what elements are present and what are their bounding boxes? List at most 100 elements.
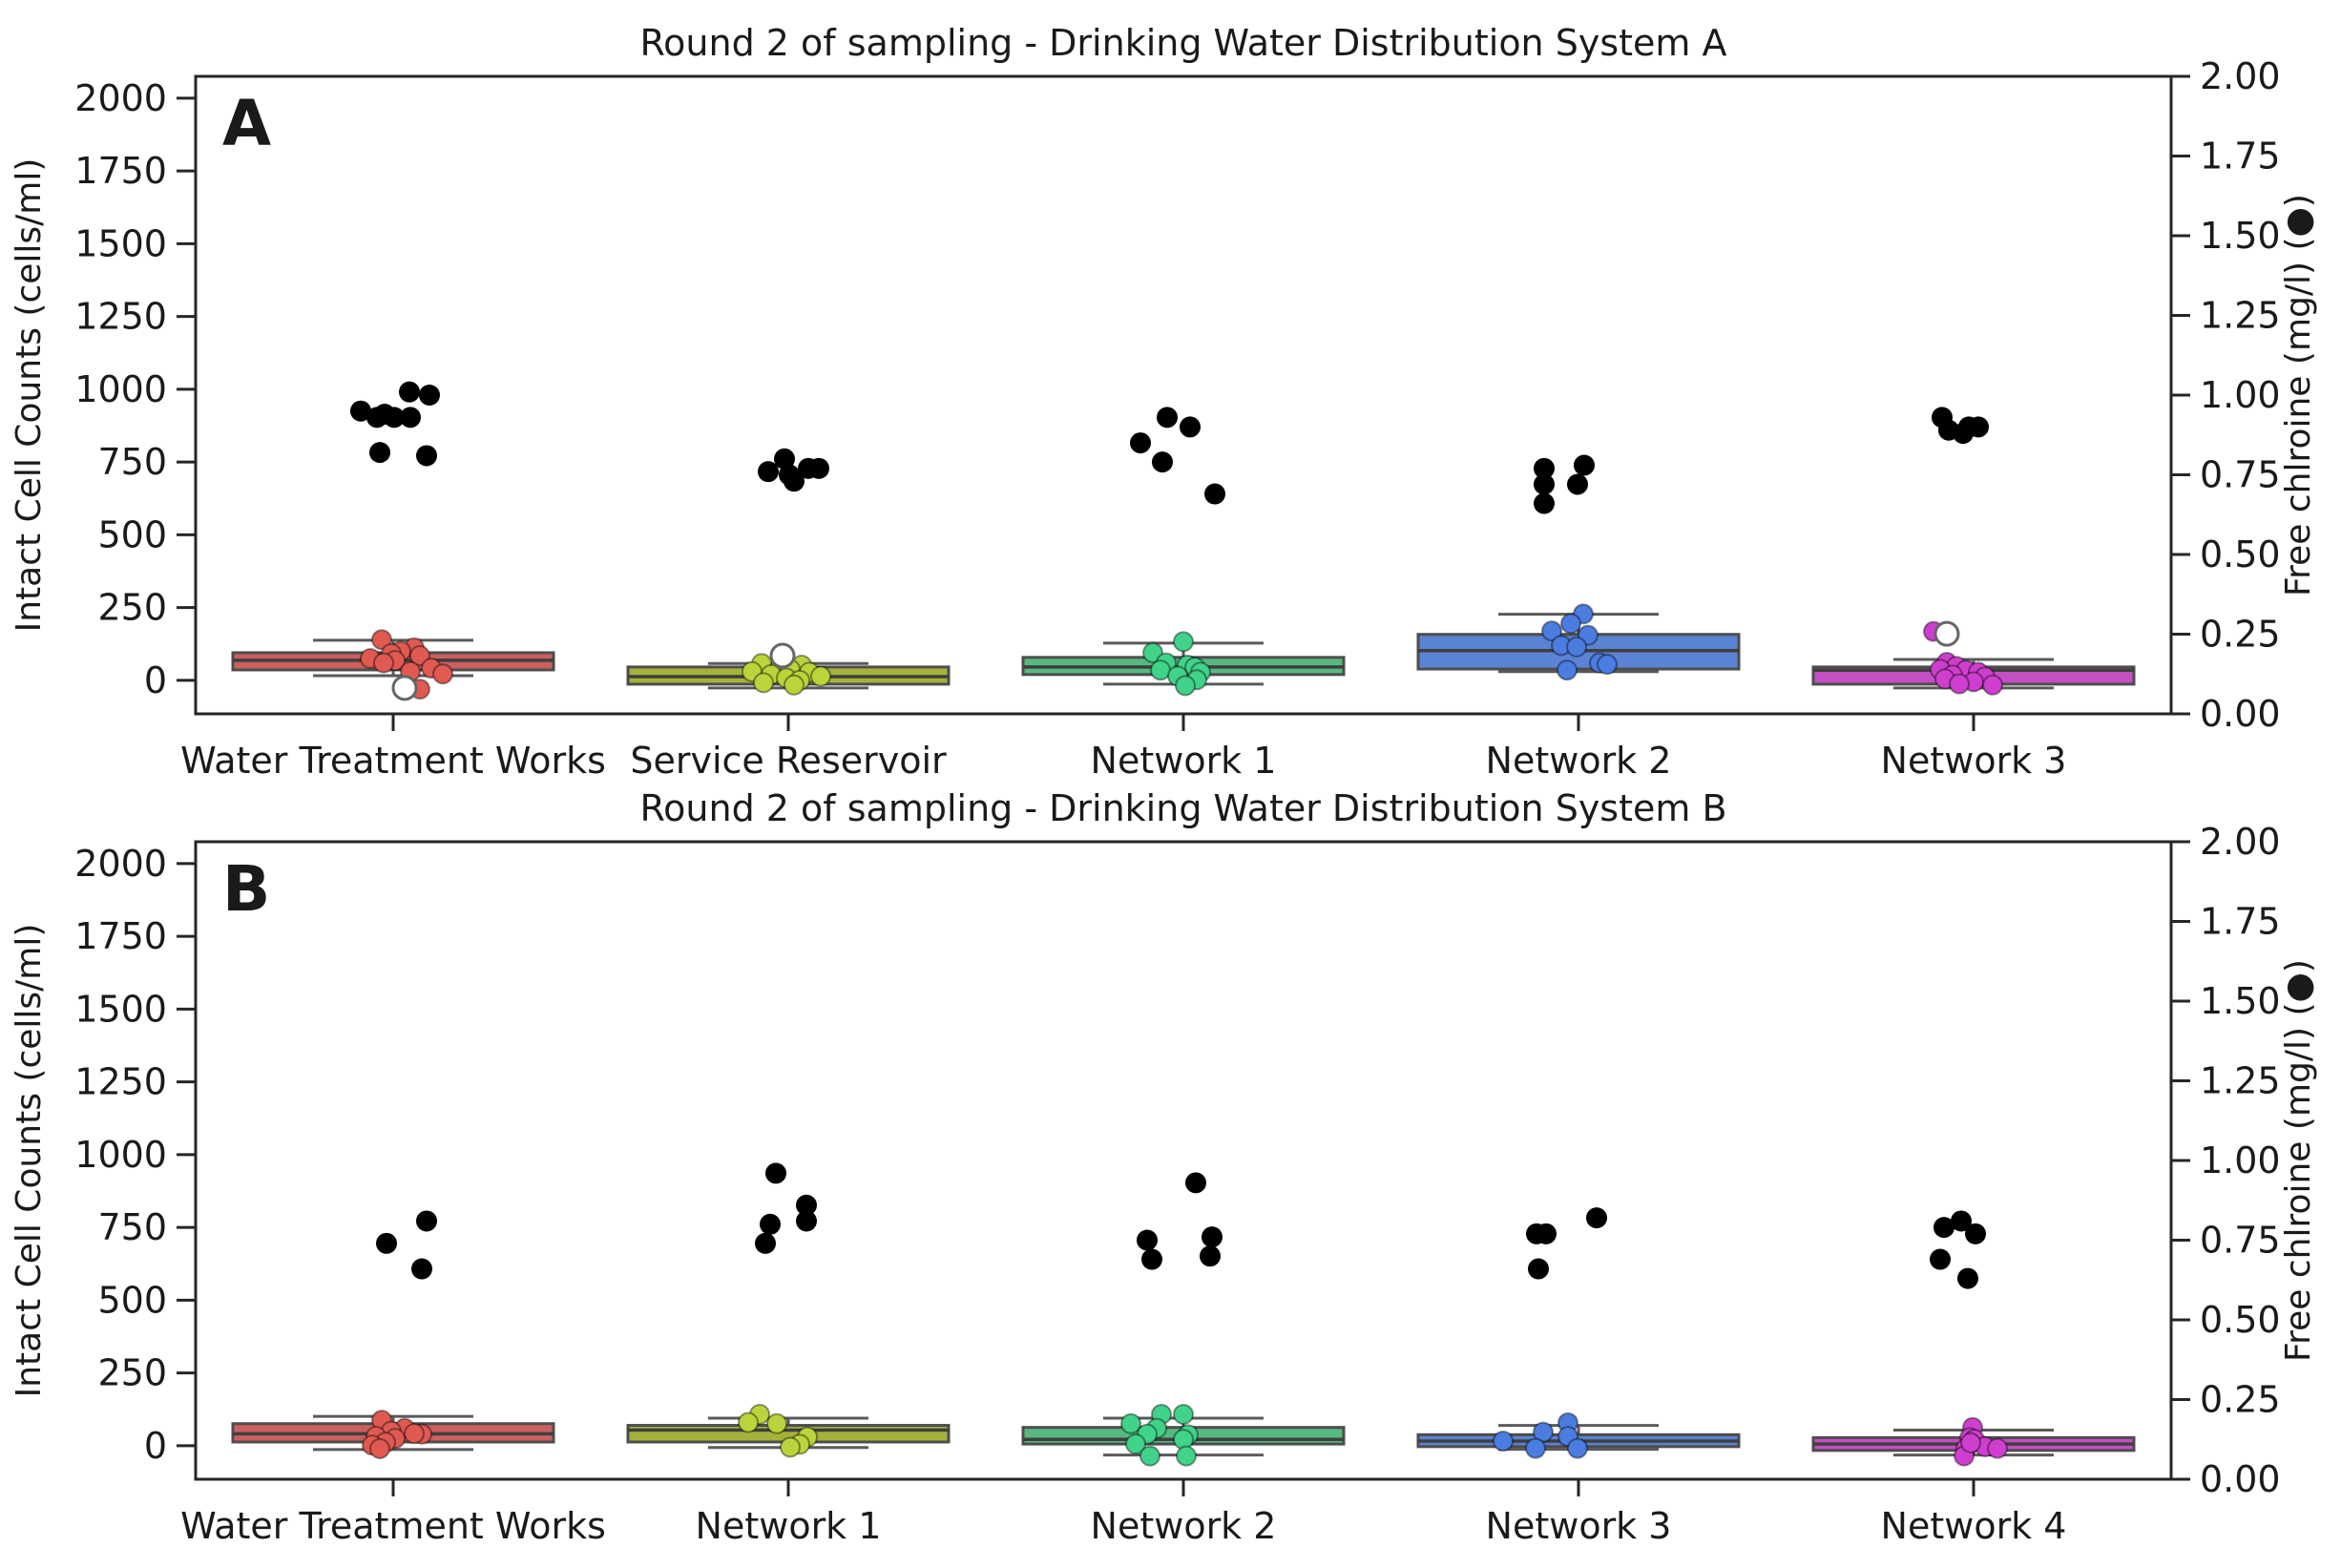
cell-count-points — [1142, 631, 1211, 697]
cell-count-points — [1120, 1403, 1199, 1467]
right-tick-label: 2.00 — [2200, 821, 2281, 863]
right-tick-label: 1.50 — [2200, 980, 2281, 1022]
chlorine-point — [1157, 407, 1178, 429]
boxplot-water-treatment-works: Water Treatment Works — [180, 381, 606, 782]
right-tick-label: 0.25 — [2200, 1379, 2281, 1421]
chlorine-point — [384, 407, 405, 429]
panel-title: Round 2 of sampling - Drinking Water Dis… — [639, 22, 1726, 64]
chlorine-point — [1180, 416, 1201, 438]
category-label: Network 3 — [1486, 1505, 1672, 1547]
left-tick-label: 0 — [144, 659, 167, 701]
chlorine-point — [350, 400, 371, 422]
chlorine-point — [755, 1232, 776, 1254]
chlorine-point — [1574, 454, 1595, 476]
cell-count-points — [1923, 620, 2003, 696]
chlorine-point — [1528, 1258, 1549, 1280]
left-tick-label: 250 — [97, 1352, 167, 1394]
left-tick-label: 1750 — [74, 150, 167, 192]
chlorine-point — [1534, 492, 1555, 514]
cell-count-point — [1125, 1433, 1146, 1455]
cell-count-point — [1557, 659, 1578, 681]
category-label: Service Reservoir — [630, 740, 947, 782]
category-label: Network 3 — [1881, 740, 2067, 782]
cell-count-point — [404, 1423, 425, 1445]
chlorine-point — [1141, 1248, 1162, 1270]
chlorine-points — [1130, 407, 1225, 505]
chlorine-point — [1536, 1223, 1557, 1244]
panel-letter: B — [222, 852, 270, 926]
chlorine-point — [808, 457, 829, 479]
right-tick-label: 1.25 — [2200, 295, 2281, 337]
cell-count-points — [362, 1410, 432, 1459]
right-axis-label: Free chlroine (mg/l) (●) — [2279, 194, 2318, 596]
cell-count-points — [738, 1403, 818, 1458]
panel-A: Round 2 of sampling - Drinking Water Dis… — [10, 22, 2318, 782]
chlorine-point — [416, 445, 437, 467]
left-tick-label: 1000 — [74, 1134, 167, 1176]
cell-count-point — [1142, 641, 1163, 663]
right-axis: 0.000.250.500.751.001.251.501.752.00 — [2171, 821, 2281, 1500]
chlorine-point — [774, 448, 795, 470]
cell-count-point — [1597, 654, 1618, 676]
right-tick-label: 0.00 — [2200, 693, 2281, 735]
cell-count-point — [1176, 1445, 1197, 1467]
right-tick-label: 0.75 — [2200, 1220, 2281, 1262]
right-tick-label: 1.25 — [2200, 1060, 2281, 1102]
cell-count-point — [1578, 624, 1599, 646]
category-label: Network 1 — [696, 1505, 882, 1547]
left-axis-label: Intact Cell Counts (cells/ml) — [10, 924, 49, 1398]
cell-count-point — [409, 644, 430, 666]
chlorine-points — [1534, 454, 1595, 514]
chlorine-point — [1567, 473, 1588, 495]
right-tick-label: 1.00 — [2200, 1139, 2281, 1181]
left-tick-label: 2000 — [74, 843, 167, 885]
chlorine-points — [376, 1210, 437, 1280]
chlorine-points — [1137, 1172, 1223, 1270]
cell-count-point — [1533, 1421, 1554, 1443]
cell-count-point — [373, 652, 394, 674]
boxplot-service-reservoir: Service Reservoir — [626, 448, 951, 782]
cell-count-point — [371, 629, 392, 651]
right-axis-label: Free chlroine (mg/l) (●) — [2279, 959, 2318, 1362]
chlorine-point — [1965, 1223, 1986, 1244]
left-tick-label: 750 — [97, 441, 167, 483]
category-label: Network 4 — [1881, 1505, 2067, 1547]
boxplot-network-1: Network 1 — [1021, 407, 1346, 782]
outlier-open-circle — [391, 675, 418, 701]
outlier-open-circle — [769, 642, 796, 669]
right-tick-label: 0.75 — [2200, 454, 2281, 496]
chlorine-point — [1586, 1207, 1607, 1229]
cell-count-point — [1560, 613, 1581, 635]
cell-count-point — [1960, 1432, 1981, 1453]
cell-count-point — [1541, 620, 1562, 642]
chlorine-point — [376, 1232, 397, 1254]
right-tick-label: 0.50 — [2200, 1299, 2281, 1341]
right-tick-label: 1.50 — [2200, 215, 2281, 257]
chlorine-point — [1951, 1210, 1972, 1232]
category-label: Network 1 — [1091, 740, 1277, 782]
left-tick-label: 0 — [144, 1425, 167, 1467]
left-tick-label: 500 — [97, 1279, 167, 1321]
left-axis-label: Intact Cell Counts (cells/ml) — [10, 158, 49, 633]
category-label: Network 2 — [1486, 740, 1672, 782]
boxplot-network-2: Network 2 — [1416, 454, 1741, 782]
left-tick-label: 1500 — [74, 988, 167, 1030]
category-label: Water Treatment Works — [180, 1505, 606, 1547]
cell-count-point — [1566, 636, 1587, 658]
right-tick-label: 1.00 — [2200, 374, 2281, 416]
cell-count-point — [780, 1436, 801, 1458]
boxplot-network-3: Network 3 — [1811, 407, 2136, 782]
chlorine-point — [1137, 1229, 1158, 1251]
chlorine-points — [1526, 1207, 1607, 1280]
boxplot-network-3: Network 3 — [1416, 1207, 1741, 1547]
cell-count-point — [1982, 674, 2003, 696]
cell-count-point — [1525, 1437, 1546, 1459]
chlorine-point — [760, 1213, 781, 1235]
left-tick-label: 1750 — [74, 915, 167, 957]
chlorine-point — [1534, 457, 1555, 479]
chlorine-point — [399, 381, 420, 403]
right-tick-label: 1.75 — [2200, 901, 2281, 943]
chlorine-points — [350, 381, 440, 467]
